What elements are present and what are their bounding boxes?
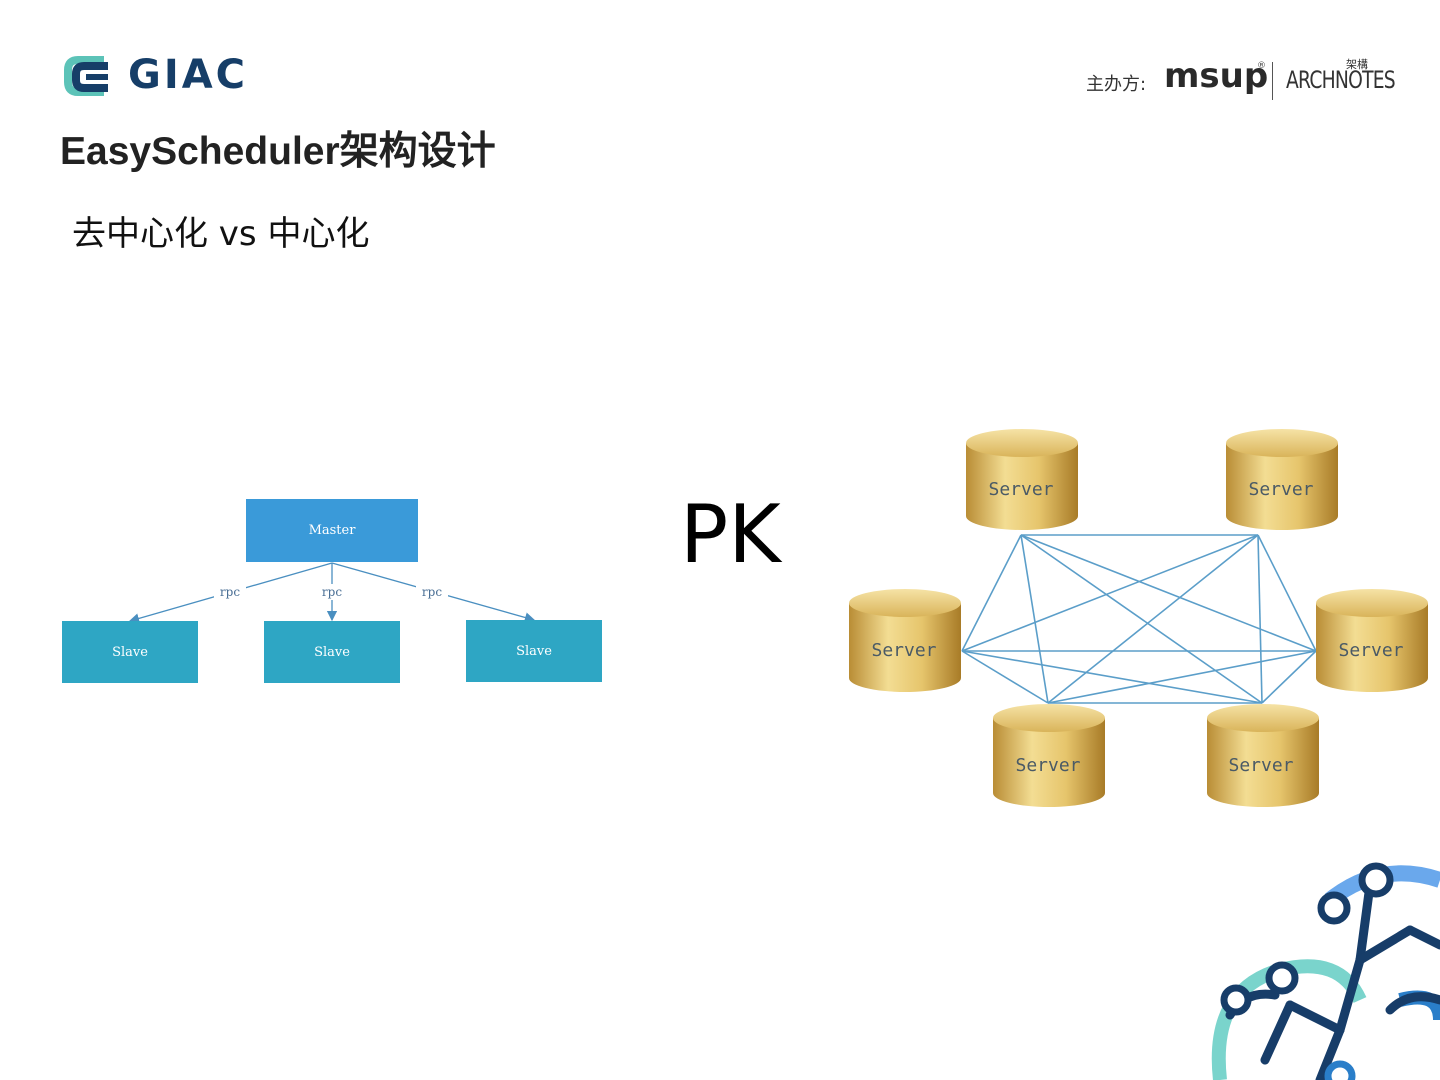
server-node-4: Server (1316, 589, 1428, 692)
slave-node-3: Slave (466, 620, 602, 682)
giac-logo-icon (64, 56, 108, 96)
rpc-label-middle: rpc (322, 585, 342, 599)
server-label-3: Server (871, 640, 936, 661)
server-node-2: Server (1226, 429, 1338, 530)
server-label-4: Server (1338, 640, 1403, 661)
slave-node-2: Slave (264, 621, 400, 683)
server-label-5: Server (1015, 755, 1080, 776)
giac-logo-text: GIAC (128, 52, 249, 98)
slave-node-1: Slave (62, 621, 198, 683)
rpc-label-right: rpc (422, 585, 442, 599)
slide-title: EasyScheduler架构设计 (60, 130, 496, 173)
decentralized-diagram: Server Server Server Server Server Serve… (849, 429, 1428, 807)
server-node-3: Server (849, 589, 961, 692)
server-label-1: Server (988, 479, 1053, 500)
organizer-label: 主办方: (1086, 74, 1147, 95)
decorative-circuit-graphic (1211, 862, 1440, 1080)
master-node: Master (246, 499, 418, 562)
server-label-6: Server (1228, 755, 1293, 776)
rpc-label-left: rpc (220, 585, 240, 599)
slide-subtitle: 去中心化 vs 中心化 (72, 214, 370, 254)
archnotes-logo: ARCHNOTES (1286, 66, 1396, 94)
mesh-links (961, 534, 1317, 704)
archnotes-cn-label: 架構 (1346, 58, 1368, 71)
server-label-2: Server (1248, 479, 1313, 500)
logo-divider (1272, 62, 1273, 100)
msup-logo: msup (1164, 56, 1269, 96)
registered-mark: ® (1257, 61, 1266, 71)
server-node-5: Server (993, 704, 1105, 807)
server-node-6: Server (1207, 704, 1319, 807)
pk-label: PK (680, 488, 781, 581)
centralized-diagram: rpc rpc rpc (128, 562, 536, 624)
server-node-1: Server (966, 429, 1078, 530)
